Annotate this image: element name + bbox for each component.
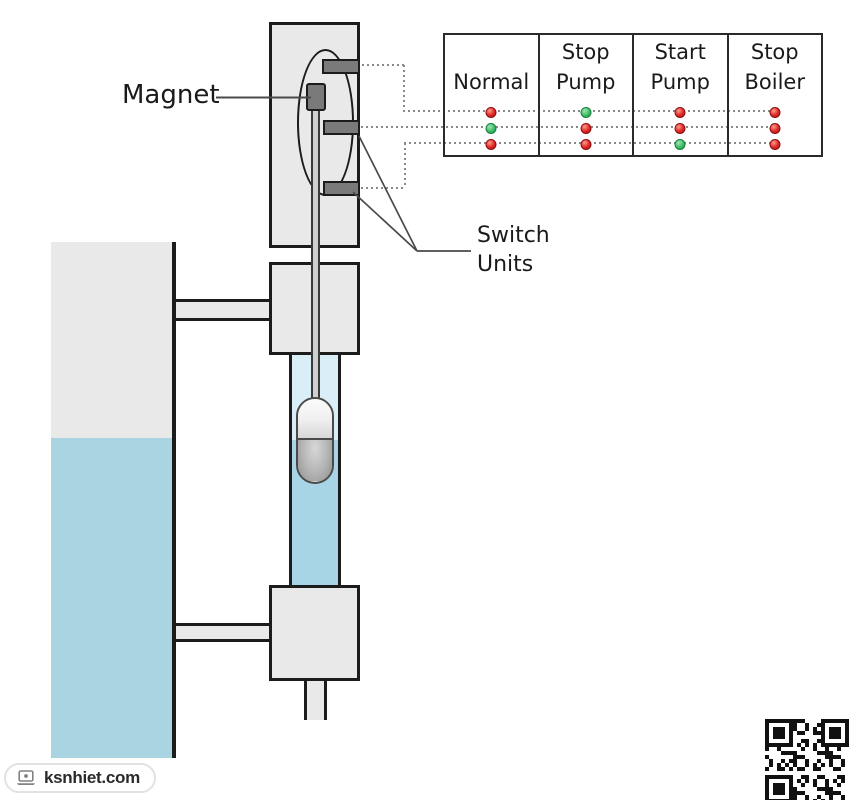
float-rod (311, 108, 320, 400)
dotted-connector-top-drop (403, 65, 405, 111)
column-label: Stop Boiler (744, 40, 805, 94)
switch-units-label: Switch Units (477, 223, 550, 277)
status-column-start-pump: Start Pump (632, 35, 727, 155)
led-indicator (769, 123, 781, 134)
status-column-stop-boiler: Stop Boiler (726, 35, 822, 155)
qr-code (765, 719, 850, 800)
column-label: Stop Pump (556, 40, 616, 94)
led-indicator (485, 107, 497, 118)
status-column-stop-pump: Stop Pump (537, 35, 633, 155)
dotted-connector-top-stub (362, 64, 404, 66)
led-indicator (485, 139, 497, 150)
switch-unit-bottom (323, 181, 360, 196)
dotted-connector-bottom-rise (404, 143, 406, 188)
magnet-label: Magnet (122, 80, 220, 110)
switch-unit-top (322, 59, 360, 74)
watermark-text: ksnhiet.com (44, 768, 140, 787)
dotted-connector-bottom-stub (361, 187, 406, 189)
upper-connection-pipe (175, 299, 272, 321)
column-label: Normal (453, 69, 530, 94)
switch-unit-middle (323, 120, 360, 135)
led-indicator (580, 123, 592, 134)
float-waterline (298, 438, 332, 440)
led-indicator (580, 107, 592, 118)
lower-chamber-block (269, 585, 360, 681)
led-indicator (674, 123, 686, 134)
lower-connection-pipe (175, 623, 272, 642)
status-table: Normal Stop Pump Start Pump Stop Boiler (443, 33, 823, 157)
led-indicator (769, 107, 781, 118)
magnet (306, 83, 326, 111)
float-lower-half (298, 440, 332, 481)
led-indicator (485, 123, 497, 134)
tank-water (51, 438, 172, 758)
led-indicator (769, 139, 781, 150)
laptop-icon (17, 770, 35, 785)
float-upper-half (298, 399, 332, 438)
led-indicator (674, 107, 686, 118)
column-label: Start Pump (650, 40, 710, 94)
drain-pipe (304, 681, 327, 720)
tank-wall (172, 242, 176, 758)
led-indicator (580, 139, 592, 150)
status-column-normal: Normal (445, 35, 538, 155)
float (296, 397, 334, 484)
dotted-row-2 (361, 126, 778, 128)
watermark: ksnhiet.com (4, 763, 156, 793)
led-indicator (674, 139, 686, 150)
